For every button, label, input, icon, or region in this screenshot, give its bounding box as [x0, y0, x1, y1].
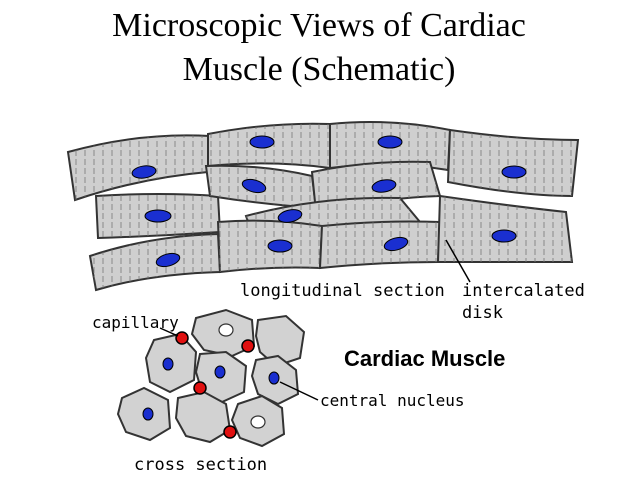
cross-section-label: cross section: [134, 455, 267, 475]
nucleus: [131, 165, 157, 179]
cross-section-cell: [174, 390, 232, 444]
cardiac-muscle-label: Cardiac Muscle: [344, 346, 505, 371]
intercalated-disk-label-line2: disk: [462, 303, 503, 323]
nucleus: [249, 135, 275, 149]
nucleus: [267, 239, 293, 253]
nucleus: [377, 135, 403, 149]
cross-section-cell: [254, 314, 306, 368]
nucleus: [501, 165, 527, 179]
longitudinal-section: [66, 121, 580, 292]
slide-title: Microscopic Views of Cardiac Muscle (Sch…: [0, 4, 638, 92]
central-nucleus: [214, 365, 226, 379]
nucleus: [144, 209, 172, 223]
capillary: [241, 339, 255, 353]
longitudinal-nuclei: [131, 135, 527, 268]
title-line-2: Muscle (Schematic): [182, 51, 456, 88]
capillary-pointer: [159, 327, 179, 337]
cross-section: [116, 308, 319, 448]
capillary: [223, 425, 237, 439]
nucleus-outline: [218, 323, 234, 337]
nucleus: [383, 236, 409, 252]
central-nucleus: [142, 407, 154, 421]
central-nucleus: [268, 371, 280, 385]
nucleus: [371, 179, 397, 193]
nucleus: [277, 209, 303, 223]
capillary-label: capillary: [92, 313, 179, 332]
capillary: [175, 331, 189, 345]
longitudinal-section-label: longitudinal section: [240, 281, 445, 301]
nucleus-outline: [250, 415, 266, 429]
nucleus: [491, 229, 517, 243]
capillary: [193, 381, 207, 395]
intercalated-disk-pointer: [445, 239, 471, 283]
title-line-1: Microscopic Views of Cardiac: [112, 7, 526, 44]
central-nucleus: [162, 357, 174, 371]
nucleus: [241, 178, 267, 194]
central-nucleus-label: central nucleus: [320, 391, 465, 410]
central-nucleus-pointer: [279, 381, 319, 401]
nucleus: [155, 252, 181, 268]
intercalated-disk-label-line1: intercalated: [462, 281, 585, 301]
